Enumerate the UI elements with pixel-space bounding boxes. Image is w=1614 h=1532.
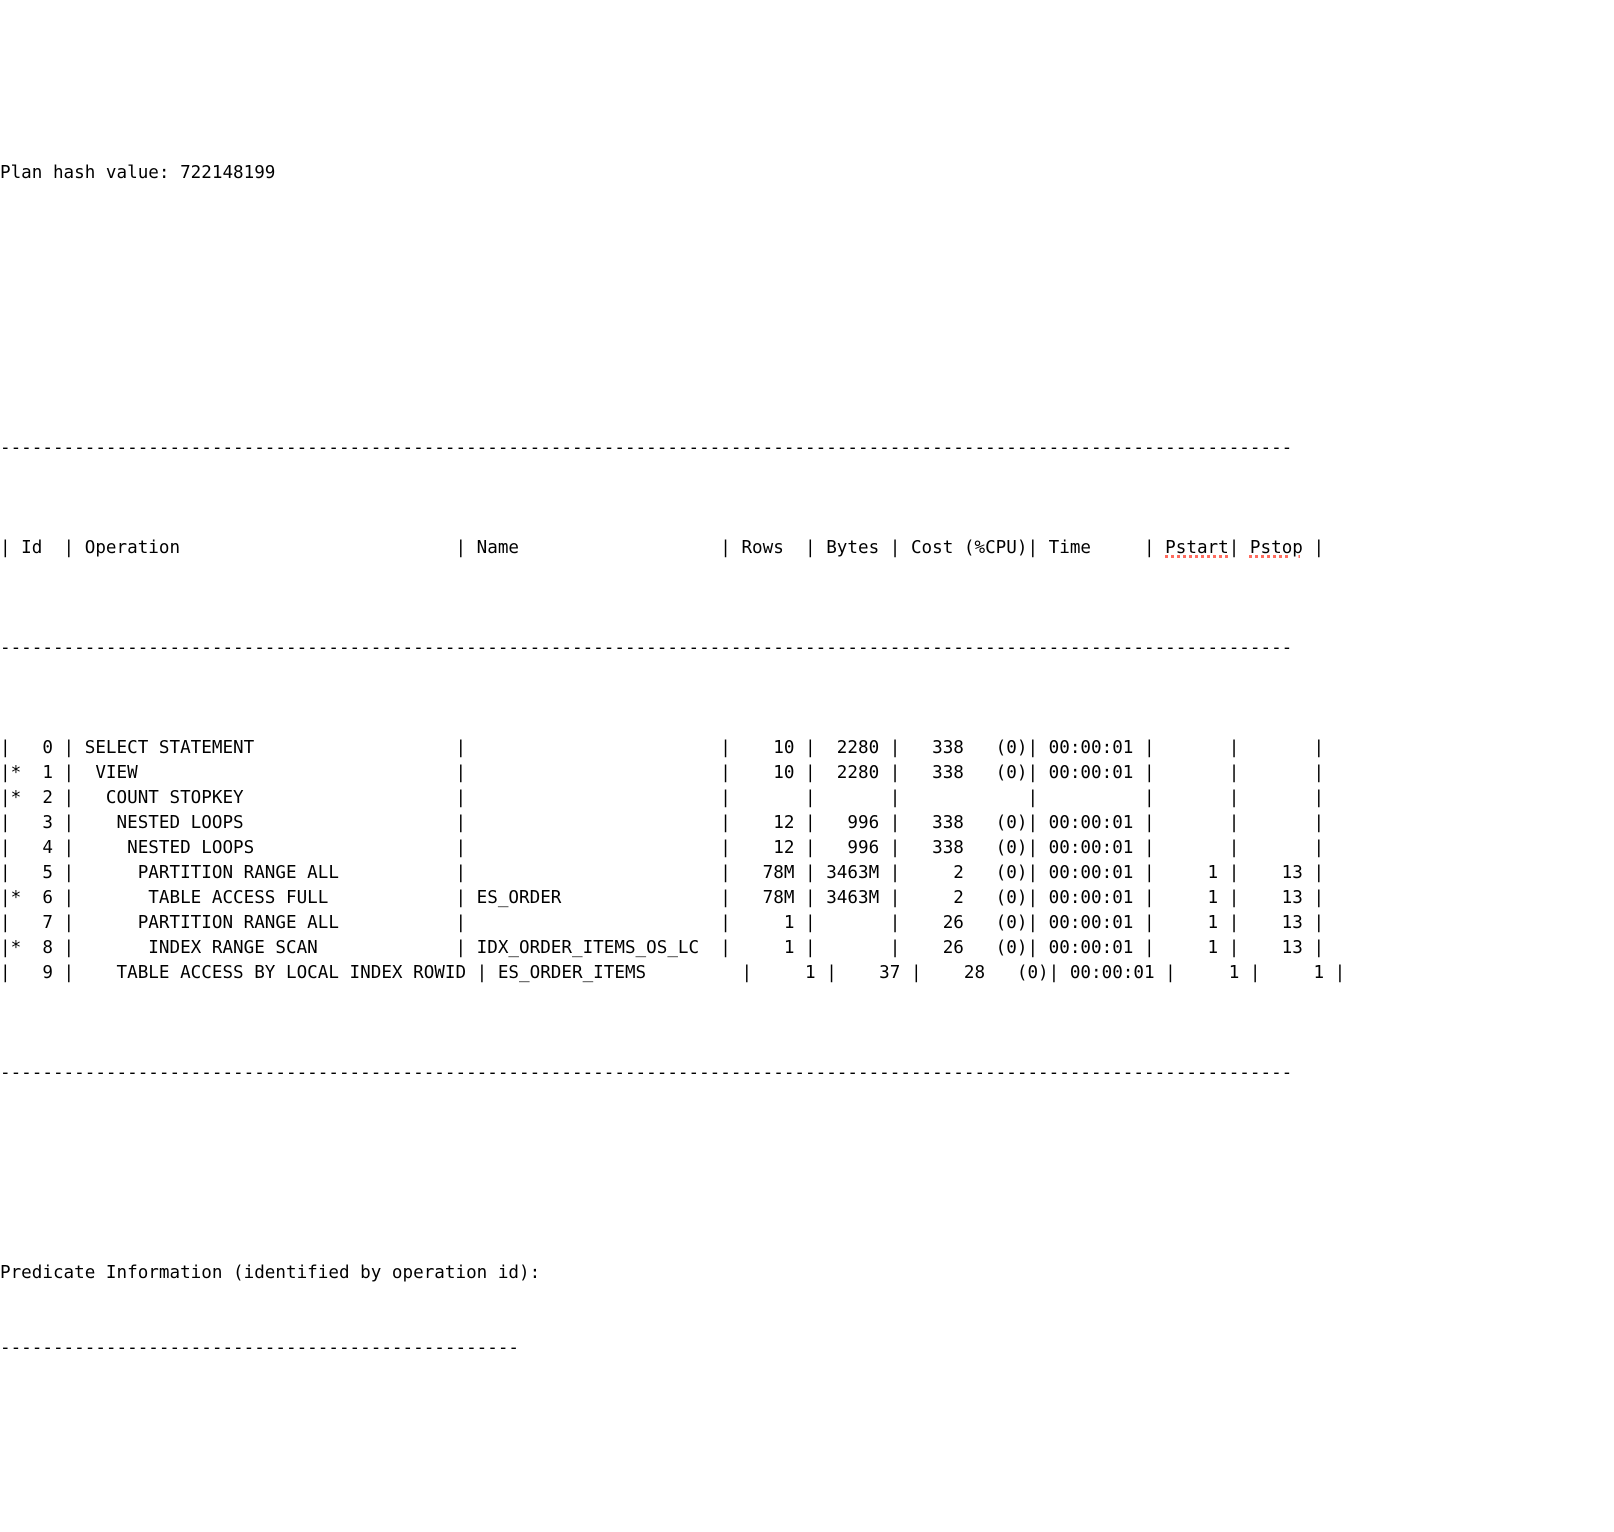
plan-table-row: | 5 | PARTITION RANGE ALL | | 78M | 3463… [0,863,1325,883]
plan-table-row: | 7 | PARTITION RANGE ALL | | 1 | | 26 (… [0,913,1325,933]
plan-table-bottom-border: ----------------------------------------… [0,1063,1293,1083]
spacer-line [0,261,1345,286]
header-row-end: | [1302,538,1325,558]
plan-table-header-left: | Id | Operation | Name | Rows | Bytes |… [0,538,1166,558]
plan-table-body: | 0 | SELECT STATEMENT | | 10 | 2280 | 3… [0,736,1345,986]
plan-table-row: | 4 | NESTED LOOPS | | 12 | 996 | 338 (0… [0,838,1325,858]
plan-table-row: |* 1 | VIEW | | 10 | 2280 | 338 (0)| 00:… [0,763,1325,783]
header-pstart-separator: | [1228,538,1250,558]
sql-execution-plan-output: Plan hash value: 722148199 -------------… [0,61,1345,1461]
plan-table-row: | 3 | NESTED LOOPS | | 12 | 996 | 338 (0… [0,813,1325,833]
column-header-pstart: Pstart [1165,538,1229,558]
plan-table-row: | 9 | TABLE ACCESS BY LOCAL INDEX ROWID … [0,963,1346,983]
plan-hash-value-line: Plan hash value: 722148199 [0,163,276,183]
column-header-pstop: Pstop [1249,538,1303,558]
predicate-information-title: Predicate Information (identified by ope… [0,1263,541,1283]
plan-table-row: | 0 | SELECT STATEMENT | | 10 | 2280 | 3… [0,738,1325,758]
plan-table-row: |* 6 | TABLE ACCESS FULL | ES_ORDER | 78… [0,888,1325,908]
plan-table-row: |* 8 | INDEX RANGE SCAN | IDX_ORDER_ITEM… [0,938,1325,958]
spacer-line [0,1436,1345,1461]
plan-table-header-row: | Id | Operation | Name | Rows | Bytes |… [0,536,1345,561]
predicate-information-divider: ----------------------------------------… [0,1338,520,1358]
spacer-line [0,336,1345,361]
plan-table-top-border: ----------------------------------------… [0,438,1293,458]
spacer-line [0,61,1345,86]
plan-table-row: |* 2 | COUNT STOPKEY | | | | | | | | [0,788,1325,808]
plan-table-header-border: ----------------------------------------… [0,638,1293,658]
spacer-line [0,1161,1345,1186]
